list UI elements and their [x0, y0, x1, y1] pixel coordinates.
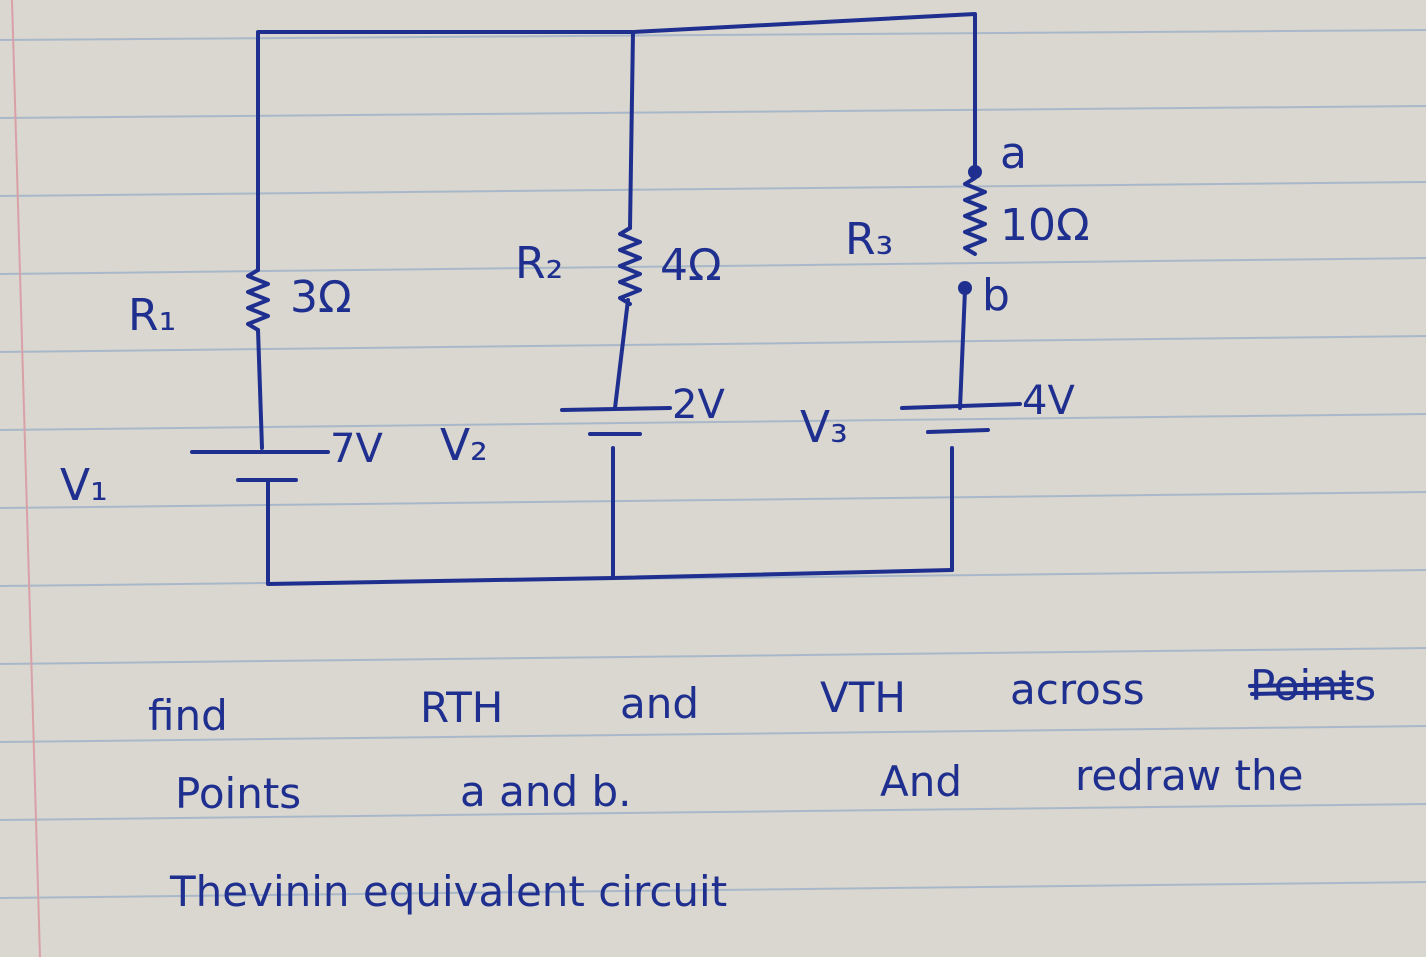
middle-branch-top-wire — [628, 30, 635, 230]
v3-value: 4V — [1022, 378, 1075, 424]
word-redraw-the: redraw the — [1075, 751, 1303, 800]
struck-word: Points — [1248, 661, 1376, 710]
word-rth: RTH — [420, 683, 503, 732]
node-a-label: a — [1000, 128, 1027, 179]
v3-label: V₃ — [800, 402, 848, 453]
right-wire-to-v3 — [958, 288, 967, 410]
r2-resistor — [618, 226, 642, 306]
node-b-dot — [958, 281, 972, 295]
middle-wire-to-v2 — [613, 298, 630, 410]
node-b-label: b — [982, 270, 1010, 321]
r1-value: 3Ω — [290, 272, 352, 323]
left-wire-to-v1 — [256, 328, 264, 450]
r2-value: 4Ω — [660, 240, 722, 291]
word-find: find — [148, 691, 228, 740]
v1-label: V₁ — [60, 460, 108, 511]
v3-battery — [900, 402, 1022, 434]
word-vth: VTH — [820, 673, 906, 722]
v1-value: 7V — [330, 426, 383, 472]
word-a-and-b: a and b. — [460, 767, 631, 816]
v2-value: 2V — [672, 382, 725, 428]
circuit-diagram — [190, 12, 1022, 586]
word-points: Points — [175, 769, 301, 818]
r3-resistor — [963, 176, 987, 256]
r3-label: R₃ — [845, 214, 893, 265]
word-and: and — [620, 679, 699, 728]
node-a-dot — [968, 165, 982, 179]
margin-line — [11, 0, 41, 957]
line-thevinin: Thevinin equivalent circuit — [169, 867, 727, 916]
word-across: across — [1010, 665, 1145, 714]
r1-resistor — [246, 268, 270, 332]
ruled-lines — [0, 29, 1426, 899]
r2-label: R₂ — [515, 238, 563, 289]
r1-label: R₁ — [128, 290, 176, 341]
word-and-2: And — [880, 757, 962, 806]
v1-battery — [190, 450, 330, 482]
v2-battery — [560, 406, 672, 436]
strike-through — [1248, 682, 1354, 696]
question-text: find RTH and VTH across Points Points a … — [148, 661, 1376, 916]
r3-value: 10Ω — [1000, 200, 1090, 251]
left-bottom-wire — [266, 478, 954, 586]
v2-label: V₂ — [440, 420, 488, 471]
